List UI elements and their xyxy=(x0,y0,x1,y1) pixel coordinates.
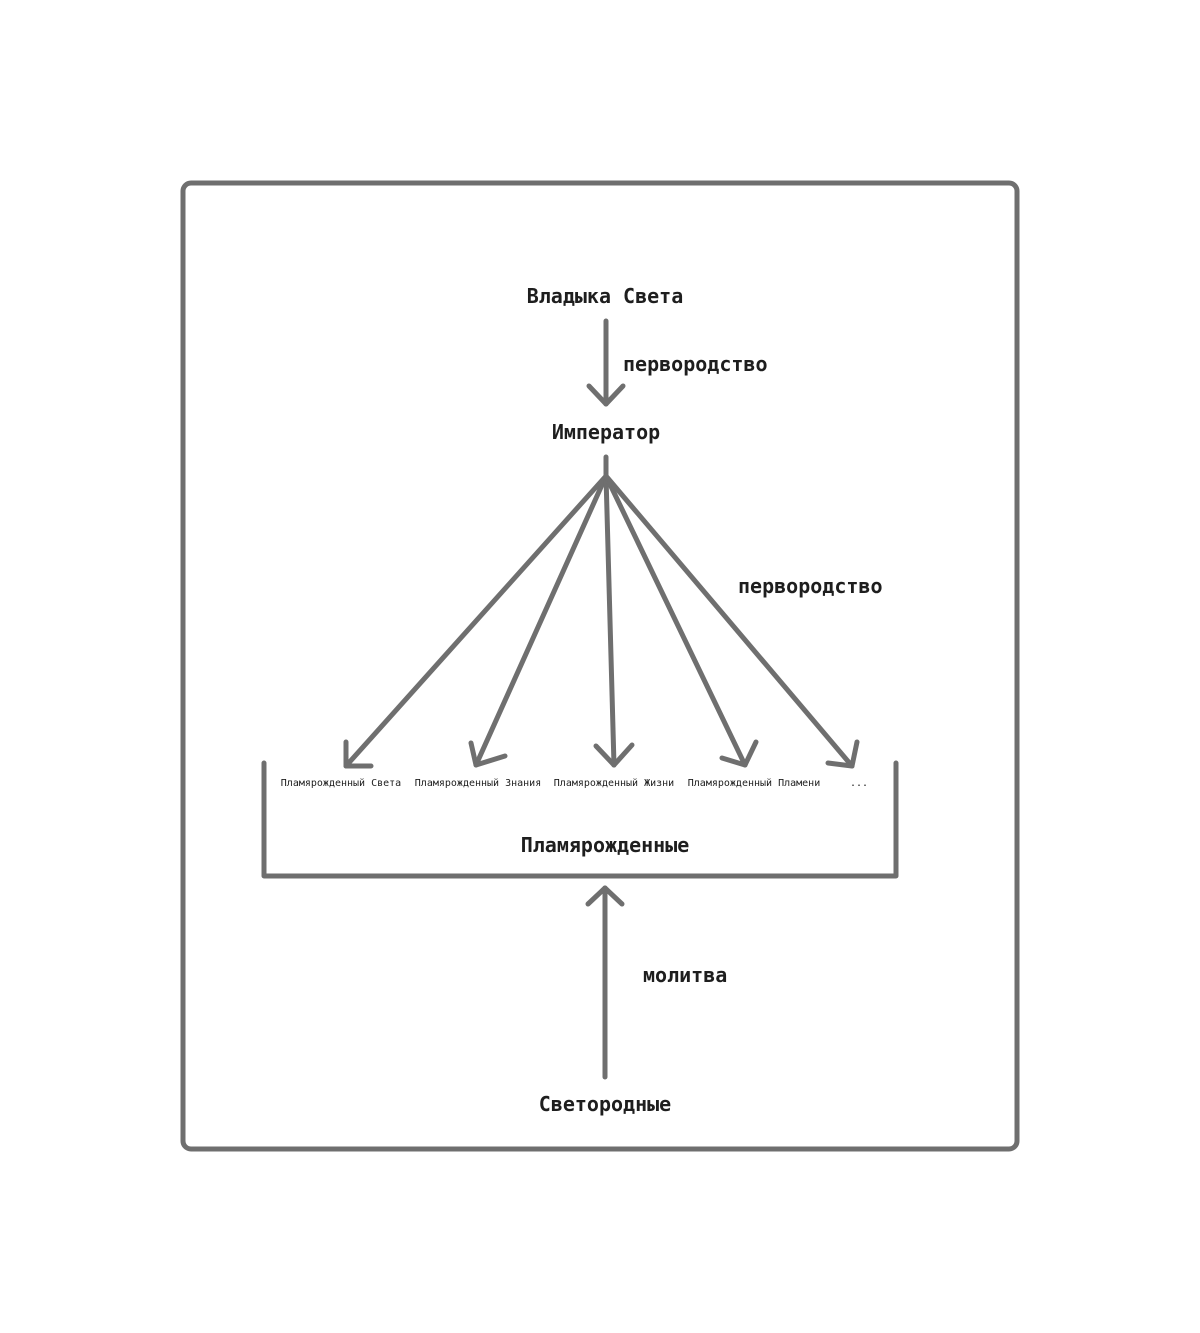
flameborn-member-other: ... xyxy=(850,778,868,789)
edge-label-birthright-fan: первородство xyxy=(738,574,883,598)
edge-label-birthright-top: первородство xyxy=(623,352,768,376)
arrow-to-flameborn-life xyxy=(593,473,635,768)
flameborn-member-knowledge: Пламярожденный Знания xyxy=(415,777,541,789)
edge-label-prayer: молитва xyxy=(643,963,727,987)
arrow-to-flameborn-knowledge xyxy=(468,473,609,768)
node-lightborn: Светородные xyxy=(539,1092,671,1116)
arrow-to-flameborn-light xyxy=(343,473,609,769)
arrow-lord-to-emperor xyxy=(586,318,626,407)
node-flameborn: Пламярожденные xyxy=(521,833,690,857)
arrow-lightborn-to-flameborn xyxy=(585,885,625,1080)
outer-frame xyxy=(180,180,1020,1152)
node-lord-of-light: Владыка Света xyxy=(527,284,684,308)
flameborn-member-light: Пламярожденный Света xyxy=(281,777,401,789)
arrow-to-flameborn-flame xyxy=(603,473,759,768)
arrow-to-flameborn-other xyxy=(603,473,860,769)
flameborn-bracket xyxy=(261,760,899,879)
node-emperor: Император xyxy=(552,420,660,444)
flameborn-member-life: Пламярожденный Жизни xyxy=(554,777,674,789)
flameborn-member-flame: Пламярожденный Пламени xyxy=(688,777,820,789)
